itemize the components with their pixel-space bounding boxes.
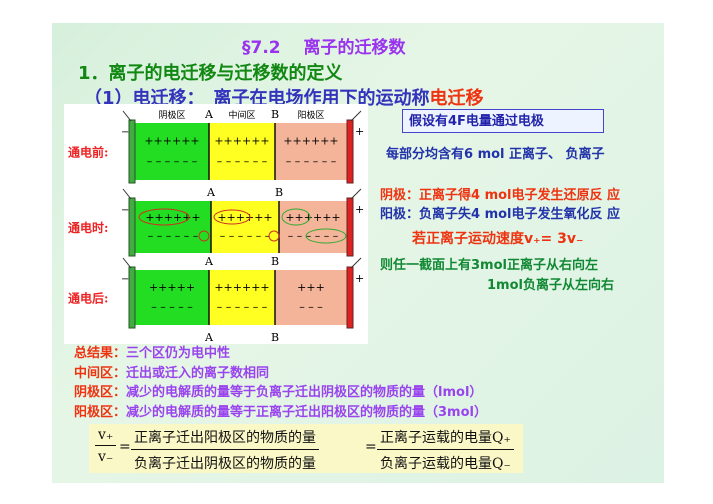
boundary-b-label: B (271, 255, 279, 268)
boundary-a-label: A (204, 108, 214, 121)
summary-item: 中间区：迁出或迁入的离子数相同 (74, 365, 270, 381)
cathode-electrode (128, 266, 136, 329)
summary-list: 总结果：三个区仍为电中性 中间区：迁出或迁入的离子数相同 阴极区：减少的电解质的… (74, 344, 487, 422)
cation-signs: ++++++ (145, 211, 200, 224)
boundary-a-label: A (204, 331, 214, 344)
minus-terminal-icon: − (121, 127, 129, 138)
boundary-a-label: A (204, 255, 214, 268)
anion-signs: – – – – – – (147, 155, 198, 168)
cathode-reaction: 阴极：正离子得4 mol电子发生还原反 应 (380, 188, 621, 203)
zone-0 (135, 123, 209, 180)
anion-signs: – – – (299, 301, 323, 314)
boundary-a-label: A (206, 186, 216, 199)
cathode-wire (122, 257, 132, 269)
equals-sign: = (365, 439, 377, 455)
anode-reaction: 阳极：负离子失4 mol电子发生氧化反 应 (380, 207, 621, 222)
cathode-wire (122, 110, 132, 122)
cross-section-text-1: 则任一截面上有3mol正离子从右向左 (380, 258, 598, 273)
zone-2 (279, 201, 347, 253)
highlight-term: 电迁移 (429, 88, 484, 109)
cation-migration-ellipse (213, 209, 251, 225)
zone-1 (209, 123, 275, 180)
anode-wire (350, 110, 362, 122)
anode-electrode (346, 266, 354, 329)
boundary-b-label: B (275, 186, 283, 199)
cation-signs: ++++++ (217, 211, 272, 224)
minus-terminal-icon: − (121, 205, 129, 216)
row-label: 通电前: (68, 145, 108, 160)
cation-migration-ellipse (138, 208, 190, 226)
cathode-wire (122, 188, 132, 200)
anion-signs: – – – – – – (220, 229, 271, 242)
transference-formula: v₊v₋ = 正离子迁出阳极区的物质的量负离子迁出阴极区的物质的量 = 正离子运… (89, 424, 523, 473)
zone-0 (135, 270, 209, 325)
row-label: 通电后: (68, 291, 108, 306)
summary-item: 阳极区：减少的电解质的量等于正离子迁出阳极区的物质的量（3mol） (74, 404, 487, 420)
zone-header: 阴极区 (158, 109, 185, 121)
cross-section-text-2: 1mol负离子从左向右 (487, 278, 614, 293)
anion-migration-ellipse (281, 208, 311, 226)
boundary-b-label: B (271, 108, 279, 121)
equals-sign: = (119, 439, 131, 455)
row-label: 通电时: (68, 220, 108, 235)
migration-diagram: 通电前:++++++– – – – – –++++++– – – – – –++… (64, 104, 368, 344)
charge-ratio: 正离子运载的电量Q₊负离子运载的电量Q₋ (377, 427, 514, 473)
zone-header: 中间区 (228, 109, 255, 121)
amount-ratio: 正离子迁出阳极区的物质的量负离子迁出阴极区的物质的量 (131, 427, 319, 473)
section-heading: 1．离子的电迁移与迁移数的定义 (78, 63, 343, 84)
minus-terminal-icon: − (121, 274, 129, 285)
anode-wire (350, 188, 362, 200)
zone-1 (209, 270, 275, 325)
anion-signs: – – – – – (151, 301, 193, 314)
cation-signs: ++++++ (285, 211, 340, 224)
slide: §7.2 离子的迁移数 1．离子的电迁移与迁移数的定义 （1）电迁移： 离子在电… (52, 23, 664, 483)
zone-1 (211, 201, 279, 253)
each-part-text: 每部分均含有6 mol 正离子、 负离子 (386, 147, 605, 162)
cation-signs: +++ (297, 281, 325, 294)
zone-header: 阳极区 (297, 109, 324, 121)
summary-item: 阴极区：减少的电解质的量等于负离子迁出阴极区的物质的量（lmol） (74, 385, 483, 400)
slide-title: §7.2 离子的迁移数 (242, 38, 406, 58)
boundary-b-label: B (271, 331, 279, 344)
cation-signs: ++++++ (214, 135, 269, 148)
zone-2 (275, 270, 347, 325)
anode-electrode (346, 119, 354, 184)
plus-terminal-icon: + (355, 272, 364, 285)
velocity-text: 若正离子运动速度v₊= 3v₋ (412, 231, 584, 247)
definition-text: （1）电迁移： 离子在电场作用下的运动称 (84, 88, 430, 109)
subsection-heading: （1）电迁移： 离子在电场作用下的运动称电迁移 (84, 84, 484, 110)
plus-terminal-icon: + (355, 125, 364, 138)
summary-item: 总结果：三个区仍为电中性 (74, 346, 231, 361)
anion-signs: – – – – – – (217, 155, 268, 168)
zone-2 (275, 123, 347, 180)
velocity-ratio: v₊v₋ (95, 427, 117, 465)
cation-signs: ++++++ (283, 135, 338, 148)
cathode-electrode (128, 119, 136, 184)
anion-signs: – – – – – – (288, 229, 339, 242)
anode-electrode (346, 197, 354, 257)
boundary-marker-b (268, 230, 280, 242)
anode-wire (350, 257, 362, 269)
anion-signs: – – – – – – (286, 155, 337, 168)
anion-signs: – – – – – – (148, 229, 199, 242)
cation-signs: +++++ (149, 281, 195, 294)
cathode-electrode (128, 197, 136, 257)
anion-migration-ellipse (305, 228, 347, 244)
cation-signs: ++++++ (214, 281, 269, 294)
boundary-marker-a (198, 230, 210, 242)
anion-signs: – – – – – – (217, 301, 268, 314)
cation-signs: ++++++ (144, 135, 199, 148)
zone-0 (135, 201, 211, 253)
assumption-box: 假设有4F电量通过电极 (402, 109, 604, 133)
plus-terminal-icon: + (355, 203, 364, 216)
